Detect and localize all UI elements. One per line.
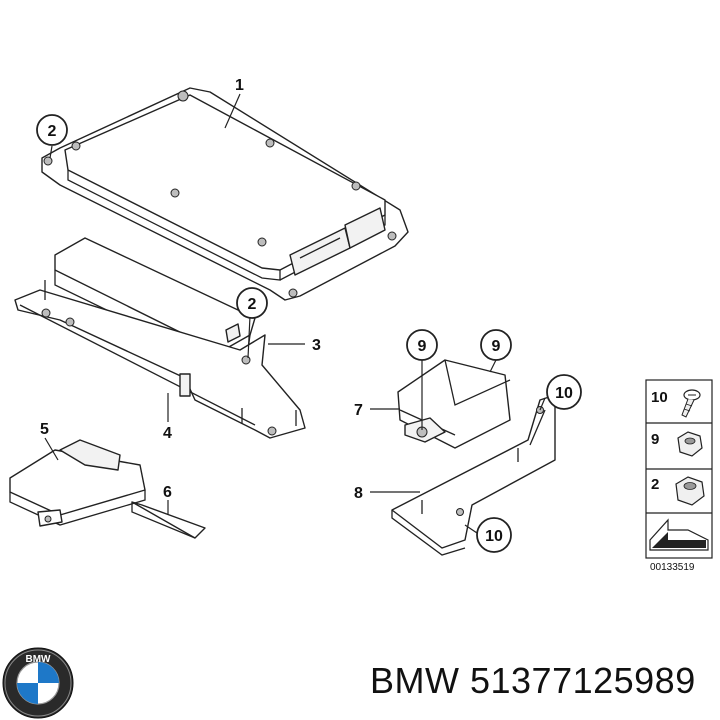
callout-10-top: 10 [546,374,582,410]
svg-text:2: 2 [48,123,57,140]
svg-text:4: 4 [163,425,172,442]
hex-nut-icon [675,476,705,506]
screw-icon [681,389,701,418]
parts-legend: 10 9 2 [645,379,713,573]
legend-row-2: 2 [651,476,705,506]
callout-6: 6 [163,484,172,501]
hex-nut-icon [677,431,703,457]
legend-row-arrow [649,518,709,551]
legend-row-10: 10 [651,389,701,418]
callout-7: 7 [354,402,363,419]
svg-text:7: 7 [354,402,363,419]
callout-4: 4 [163,425,172,442]
part-number-caption: BMW 51377125989 [370,660,696,701]
svg-text:9: 9 [418,338,427,355]
legend-row-9: 9 [651,431,703,457]
leader-lines [44,93,546,534]
svg-text:BMW: BMW [26,654,52,665]
svg-text:5: 5 [40,421,49,438]
arrow-icon [649,518,709,551]
svg-text:8: 8 [354,485,363,502]
callout-9-left: 9 [406,329,438,361]
bmw-logo-icon: BMW [2,647,74,719]
svg-text:9: 9 [651,431,659,448]
callout-2-middle: 2 [236,287,268,319]
svg-text:1: 1 [235,77,244,94]
part-1-control-unit [41,87,409,301]
callout-2-top: 2 [36,114,68,146]
callout-9-right: 9 [480,329,512,361]
callout-8: 8 [354,485,363,502]
callout-5: 5 [40,421,49,438]
callout-3: 3 [312,337,321,354]
callout-10-bottom: 10 [476,517,512,553]
reference-code: 00133519 [650,562,695,573]
part-4-bracket [14,280,306,439]
svg-text:10: 10 [651,389,668,406]
callout-1: 1 [235,77,244,94]
svg-text:2: 2 [248,296,257,313]
part-7-sensor [397,359,511,449]
svg-text:3: 3 [312,337,321,354]
part-6-label-strip [131,501,206,539]
svg-text:6: 6 [163,484,172,501]
svg-text:2: 2 [651,476,659,493]
part-5-small-unit [9,439,146,527]
svg-text:9: 9 [492,338,501,355]
svg-text:10: 10 [555,385,573,402]
part-8-bracket [391,394,556,556]
svg-text:10: 10 [485,528,503,545]
